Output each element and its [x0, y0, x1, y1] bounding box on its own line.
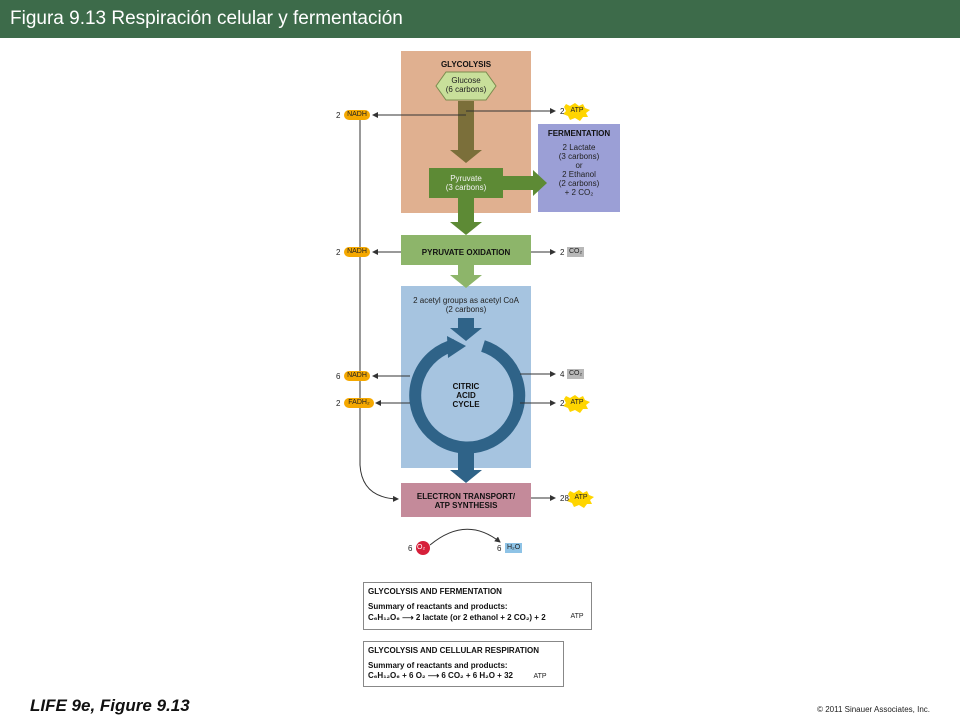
- fermentation-line: + 2 CO₂: [564, 188, 594, 197]
- acetyl-coa-carbons: (2 carbons): [445, 305, 487, 314]
- summary2-equation: C₆H₁₂O₆ + 6 O₂ ⟶ 6 CO₂ + 6 H₂O + 32: [368, 671, 513, 680]
- h2o-badge: H₂O: [505, 543, 523, 553]
- pyruvate-oxidation-title: PYRUVATE OXIDATION: [421, 248, 511, 257]
- copyright-notice: © 2011 Sinauer Associates, Inc.: [817, 705, 930, 714]
- co2-badge-pyruvate: CO₂: [567, 247, 585, 257]
- atp-badge-citric: ATP: [570, 399, 584, 406]
- nadh-badge-citric: NADH: [344, 371, 370, 381]
- h2o-count: 6: [497, 544, 502, 553]
- fermentation-line: (3 carbons): [558, 152, 600, 161]
- summary2-atp-badge: ATP: [533, 673, 547, 680]
- fadh-count-citric: 2: [336, 399, 341, 408]
- fermentation-line: 2 Lactate: [562, 143, 596, 152]
- nadh-count-citric: 6: [336, 372, 341, 381]
- atp-badge-glycolysis: ATP: [570, 107, 584, 114]
- page-title: Figura 9.13 Respiración celular y fermen…: [10, 8, 403, 29]
- glucose-name: Glucose: [451, 76, 481, 85]
- acetyl-coa-label: 2 acetyl groups as acetyl CoA (2 carbons…: [401, 296, 531, 314]
- nadh-count-pyruvate: 2: [336, 248, 341, 257]
- pyruvate-name: Pyruvate: [450, 174, 482, 183]
- atp-star-etc: [567, 490, 594, 508]
- summary2-subheading: Summary of reactants and products:: [368, 661, 508, 670]
- citric-acid-cycle-title: CITRIC ACID CYCLE: [452, 382, 480, 409]
- atp-star-glycolysis: [563, 103, 590, 121]
- o2-label: O₂: [417, 544, 426, 551]
- summary-glycolysis-fermentation: GLYCOLYSIS AND FERMENTATION Summary of r…: [363, 582, 592, 630]
- fermentation-line: (2 carbons): [558, 179, 600, 188]
- glucose-label: Glucose (6 carbons): [436, 76, 496, 94]
- fadh-badge-citric: FADH₂: [344, 398, 374, 408]
- atp-star-citric: [563, 395, 590, 413]
- atp-badge-etc: ATP: [574, 494, 588, 501]
- summary1-heading: GLYCOLYSIS AND FERMENTATION: [368, 587, 502, 596]
- fermentation-line: 2 Ethanol: [562, 170, 596, 179]
- fermentation-line: or: [575, 161, 583, 170]
- pyruvate-label: Pyruvate (3 carbons): [429, 174, 503, 192]
- co2-count-citric: 4: [560, 370, 565, 379]
- summary1-equation: C₆H₁₂O₆ ⟶ 2 lactate (or 2 ethanol + 2 CO…: [368, 613, 546, 622]
- atp-count-citric: 2: [560, 399, 565, 408]
- summary-glycolysis-respiration: GLYCOLYSIS AND CELLULAR RESPIRATION Summ…: [363, 641, 564, 687]
- atp-count-etc: 28: [560, 494, 569, 503]
- fermentation-box: [538, 124, 620, 212]
- electron-transport-title: ELECTRON TRANSPORT/ ATP SYNTHESIS: [416, 492, 516, 510]
- summary1-atp-badge: ATP: [570, 613, 584, 620]
- atp-count-glycolysis: 2: [560, 107, 565, 116]
- pyruvate-oxidation-box: [401, 235, 531, 265]
- summary2-heading: GLYCOLYSIS AND CELLULAR RESPIRATION: [368, 646, 539, 655]
- co2-count-pyruvate: 2: [560, 248, 565, 257]
- pyruvate-box-shape: [429, 168, 503, 198]
- electron-transport-box: [401, 483, 531, 517]
- glucose-carbons: (6 carbons): [445, 85, 487, 94]
- title-bar: Figura 9.13 Respiración celular y fermen…: [0, 0, 960, 38]
- o2-circle: [416, 541, 430, 555]
- nadh-badge-pyruvate: NADH: [344, 247, 370, 257]
- fermentation-title: FERMENTATION: [547, 129, 611, 138]
- pyruvate-carbons: (3 carbons): [445, 183, 487, 192]
- nadh-badge-glycolysis: NADH: [344, 110, 370, 120]
- glycolysis-title: GLYCOLYSIS: [440, 60, 492, 69]
- co2-badge-citric: CO₂: [567, 369, 585, 379]
- acetyl-coa-name: 2 acetyl groups as acetyl CoA: [413, 296, 519, 305]
- o2-count: 6: [408, 544, 413, 553]
- summary1-subheading: Summary of reactants and products:: [368, 602, 508, 611]
- nadh-count-glycolysis: 2: [336, 111, 341, 120]
- fermentation-products: 2 Lactate (3 carbons) or 2 Ethanol (2 ca…: [538, 143, 620, 197]
- figure-caption: LIFE 9e, Figure 9.13: [30, 696, 190, 715]
